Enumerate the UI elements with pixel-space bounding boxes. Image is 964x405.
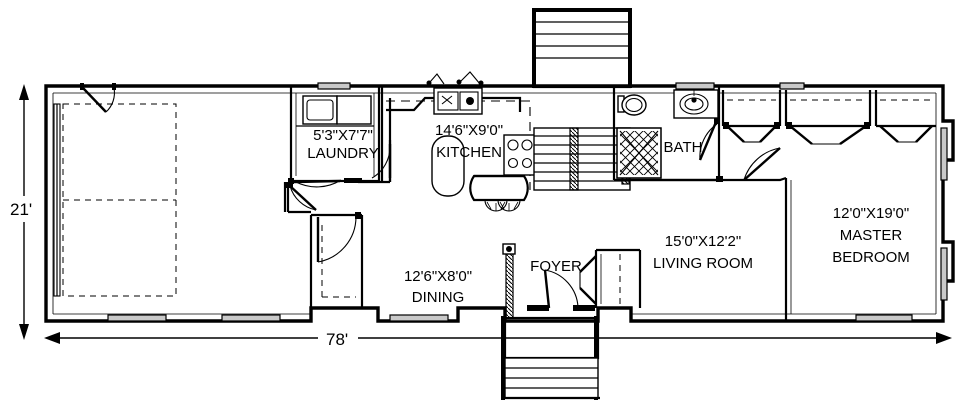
cooktop	[503, 134, 537, 176]
kitchen-island	[431, 135, 465, 197]
bath-shower	[616, 127, 662, 179]
breakfast-bar	[469, 174, 529, 212]
bar-stool-2	[497, 199, 521, 212]
window-garage-front-1	[107, 314, 167, 322]
label-dining-size: 12'6"X8'0"	[404, 268, 472, 285]
arrow-down	[19, 324, 29, 340]
building-envelope	[44, 84, 955, 323]
label-living-name: LIVING ROOM	[653, 255, 753, 272]
arrow-up	[19, 84, 29, 100]
rear-deck-steps	[536, 21, 628, 59]
label-bath-name: BATH	[664, 139, 703, 156]
window-master-front	[855, 314, 913, 322]
label-living-size: 15'0"X12'2"	[665, 233, 741, 250]
room-labels: 5'3"X7'7" LAUNDRY 14'6"X9'0" KITCHEN BAT…	[307, 122, 909, 306]
window-master-1	[940, 127, 948, 181]
label-master-name-2: BEDROOM	[832, 249, 910, 266]
dimension-width-label: 78'	[326, 330, 348, 349]
dining-area	[283, 182, 449, 322]
label-laundry-name: LAUNDRY	[307, 145, 378, 162]
foyer-area	[502, 243, 642, 319]
label-master-size: 12'0"X19'0"	[833, 205, 909, 222]
dimension-depth: 21'	[6, 84, 44, 340]
front-deck-steps	[503, 357, 600, 400]
laundry-room	[289, 82, 381, 183]
dimension-depth-label: 21'	[10, 200, 32, 219]
arrow-left	[44, 332, 60, 344]
living-room-walls	[614, 147, 792, 321]
window-garage-front-2	[221, 314, 281, 322]
label-master-name-1: MASTER	[840, 227, 903, 244]
kitchen-sink	[426, 71, 484, 115]
kitchen-area	[358, 71, 537, 212]
toilet	[617, 94, 647, 116]
label-laundry-size: 5'3"X7'7"	[313, 127, 373, 144]
arrow-right	[936, 332, 952, 344]
laundry-door	[288, 178, 362, 188]
bath-room	[612, 82, 721, 182]
label-dining-name: DINING	[412, 289, 465, 306]
label-kitchen-name: KITCHEN	[436, 144, 502, 161]
dimension-width: 78'	[44, 326, 952, 350]
closet-bank	[721, 82, 936, 145]
label-foyer-name: FOYER	[530, 258, 582, 275]
label-kitchen-size: 14'6"X9'0"	[435, 122, 503, 139]
garage-area	[53, 103, 177, 297]
window-master-2	[940, 247, 948, 301]
rear-deck	[532, 8, 632, 89]
front-deck	[501, 316, 600, 400]
bath-vanity	[673, 89, 719, 119]
garage-entry-door	[80, 83, 116, 113]
